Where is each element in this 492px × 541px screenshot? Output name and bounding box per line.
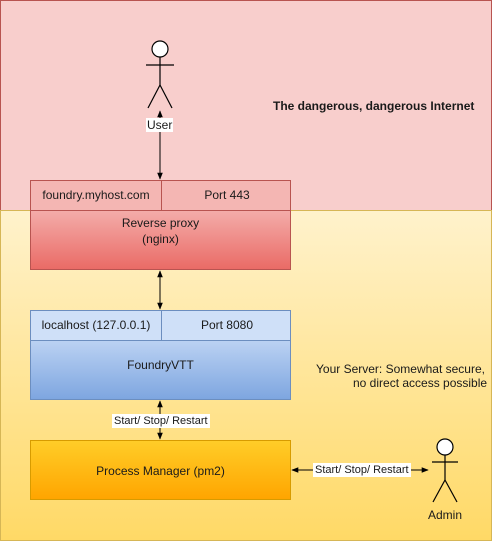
server-zone-label-line1: Your Server: Somewhat secure,	[316, 362, 485, 376]
reverse-proxy-port: Port 443	[204, 188, 250, 202]
process-manager-box: Process Manager (pm2)	[30, 440, 291, 500]
reverse-proxy-title: Reverse proxy	[121, 216, 200, 230]
admin-icon	[432, 438, 458, 503]
reverse-proxy-box: foundry.myhost.com Port 443 Reverse prox…	[30, 180, 291, 270]
foundryvtt-header-divider	[161, 311, 162, 340]
reverse-proxy-subtitle: (nginx)	[142, 232, 179, 246]
edge-label-foundry-pm2: Start/ Stop/ Restart	[112, 414, 210, 428]
user-icon	[146, 40, 174, 109]
internet-zone-label: The dangerous, dangerous Internet	[273, 99, 475, 113]
foundryvtt-port: Port 8080	[200, 318, 254, 332]
edge-label-pm2-admin: Start/ Stop/ Restart	[313, 463, 411, 477]
admin-label: Admin	[428, 508, 463, 522]
reverse-proxy-header-divider	[161, 181, 162, 210]
reverse-proxy-host: foundry.myhost.com	[42, 188, 150, 202]
reverse-proxy-header: foundry.myhost.com Port 443	[31, 181, 290, 211]
foundryvtt-box: localhost (127.0.0.1) Port 8080 FoundryV…	[30, 310, 291, 400]
foundryvtt-host: localhost (127.0.0.1)	[41, 318, 151, 332]
foundryvtt-header: localhost (127.0.0.1) Port 8080	[31, 311, 290, 341]
process-manager-title: Process Manager (pm2)	[96, 464, 225, 478]
server-zone-label-line2: no direct access possible	[353, 376, 488, 390]
foundryvtt-title: FoundryVTT	[127, 358, 194, 372]
user-label: User	[146, 118, 174, 132]
internet-zone	[0, 0, 492, 210]
